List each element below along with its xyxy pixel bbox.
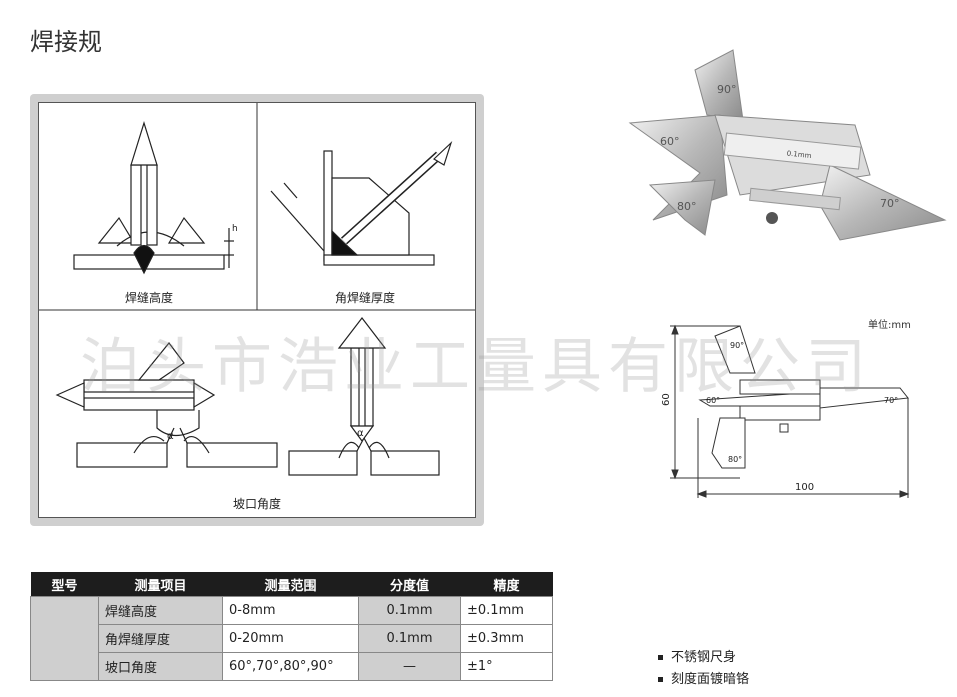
table-row: 坡口角度 60°,70°,80°,90° — ±1°: [31, 652, 553, 681]
unit-label: 单位:mm: [868, 320, 911, 331]
cell-range: 0-8mm: [222, 596, 359, 625]
cell-range: 0-20mm: [222, 624, 359, 653]
groove-angle-figure-left: [55, 342, 278, 468]
table-row: 焊缝高度 0-8mm 0.1mm ±0.1mm: [30, 596, 553, 681]
list-item: 不锈钢尺身: [658, 646, 749, 665]
caption-fillet-thickness: 角焊缝厚度: [334, 291, 395, 305]
photo-angle-80: 80°: [677, 200, 697, 213]
groove-angle-figure-right: [288, 317, 440, 476]
table-row: 角焊缝厚度 0-20mm 0.1mm ±0.3mm: [31, 624, 553, 653]
photo-angle-90: 90°: [717, 83, 737, 96]
photo-scale-text: 0.1mm: [786, 149, 812, 160]
fillet-thickness-figure: [270, 140, 453, 266]
dim-width-value: 100: [795, 482, 814, 493]
photo-angle-70: 70°: [880, 197, 900, 210]
caption-groove-angle: 坡口角度: [232, 497, 281, 511]
photo-angle-60: 60°: [660, 135, 680, 148]
dimension-drawing: 60 100 90° 60° 70° 80°: [661, 324, 910, 498]
bullet-square-icon: [658, 655, 663, 660]
alpha-label-right: α: [357, 428, 364, 439]
cell-item: 焊缝高度: [98, 596, 223, 625]
cell-division: 0.1mm: [358, 596, 461, 625]
bullet-square-icon: [658, 677, 663, 682]
usage-diagram: h: [38, 102, 476, 518]
dim-angle-right: 70°: [884, 396, 898, 405]
cell-division: 0.1mm: [358, 624, 461, 653]
header-range: 测量范围: [222, 572, 359, 597]
cell-accuracy: ±0.1mm: [460, 596, 553, 625]
alpha-label-left: α: [167, 431, 174, 442]
usage-diagram-frame: h: [30, 94, 484, 526]
dim-height-value: 60: [661, 393, 672, 406]
page-title: 焊接规: [30, 28, 102, 56]
dim-angle-bottom: 80°: [728, 455, 742, 464]
feature-list: 不锈钢尺身 刻度面镀暗铬: [658, 646, 749, 690]
cell-accuracy: ±0.3mm: [460, 624, 553, 653]
header-division: 分度值: [358, 572, 461, 597]
header-item: 测量项目: [98, 572, 223, 597]
dim-angle-left: 60°: [706, 396, 720, 405]
caption-weld-height: 焊缝高度: [124, 291, 173, 305]
dim-angle-top: 90°: [730, 341, 744, 350]
feature-text: 不锈钢尺身: [671, 650, 737, 665]
feature-text: 刻度面镀暗铬: [671, 672, 750, 687]
cell-item: 角焊缝厚度: [98, 624, 223, 653]
cell-accuracy: ±1°: [460, 652, 553, 681]
product-photo: 0.1mm 90° 60° 80° 70°: [628, 49, 947, 241]
weld-height-figure: [73, 120, 234, 275]
h-label: h: [232, 224, 238, 234]
cell-item: 坡口角度: [98, 652, 223, 681]
cell-division: —: [358, 652, 461, 681]
header-accuracy: 精度: [460, 572, 553, 597]
usage-diagram-svg: h: [39, 103, 475, 476]
model-cell: [30, 596, 99, 681]
table-header-row: 型号 测量项目 测量范围 分度值 精度: [30, 572, 553, 597]
spec-table: 型号 测量项目 测量范围 分度值 精度 焊缝高度 0-8mm 0.1mm ±0.…: [30, 572, 553, 681]
list-item: 刻度面镀暗铬: [658, 668, 749, 687]
cell-range: 60°,70°,80°,90°: [222, 652, 359, 681]
header-model: 型号: [30, 572, 99, 597]
